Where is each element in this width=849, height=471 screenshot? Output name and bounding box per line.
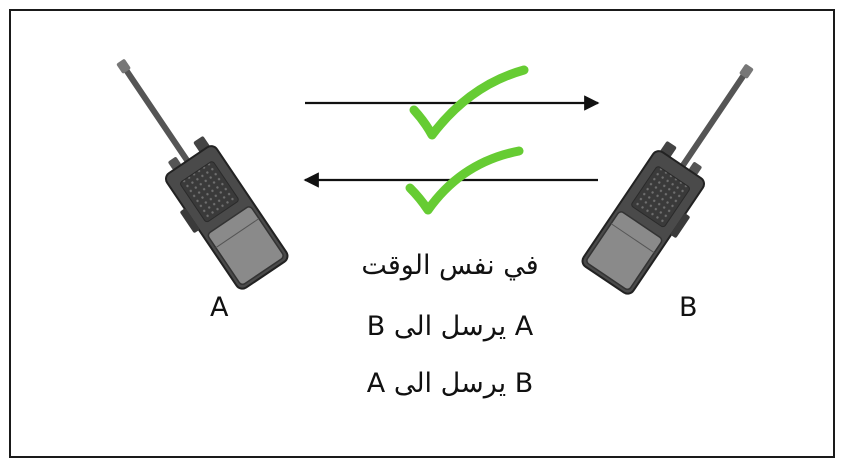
caption-line-1: في نفس الوقت — [361, 250, 539, 281]
diagram-frame — [9, 9, 835, 458]
radio-a-label: A — [210, 292, 229, 323]
radio-b-label: B — [679, 292, 698, 323]
checkmark-bottom-icon — [405, 146, 524, 215]
walkie-talkie-a-icon — [116, 59, 289, 290]
caption-line-2: A يرسل الى B — [366, 311, 534, 342]
walkie-talkie-b-icon — [581, 64, 754, 295]
checkmark-top-icon — [409, 65, 529, 140]
caption-line-3: B يرسل الى A — [366, 368, 534, 399]
